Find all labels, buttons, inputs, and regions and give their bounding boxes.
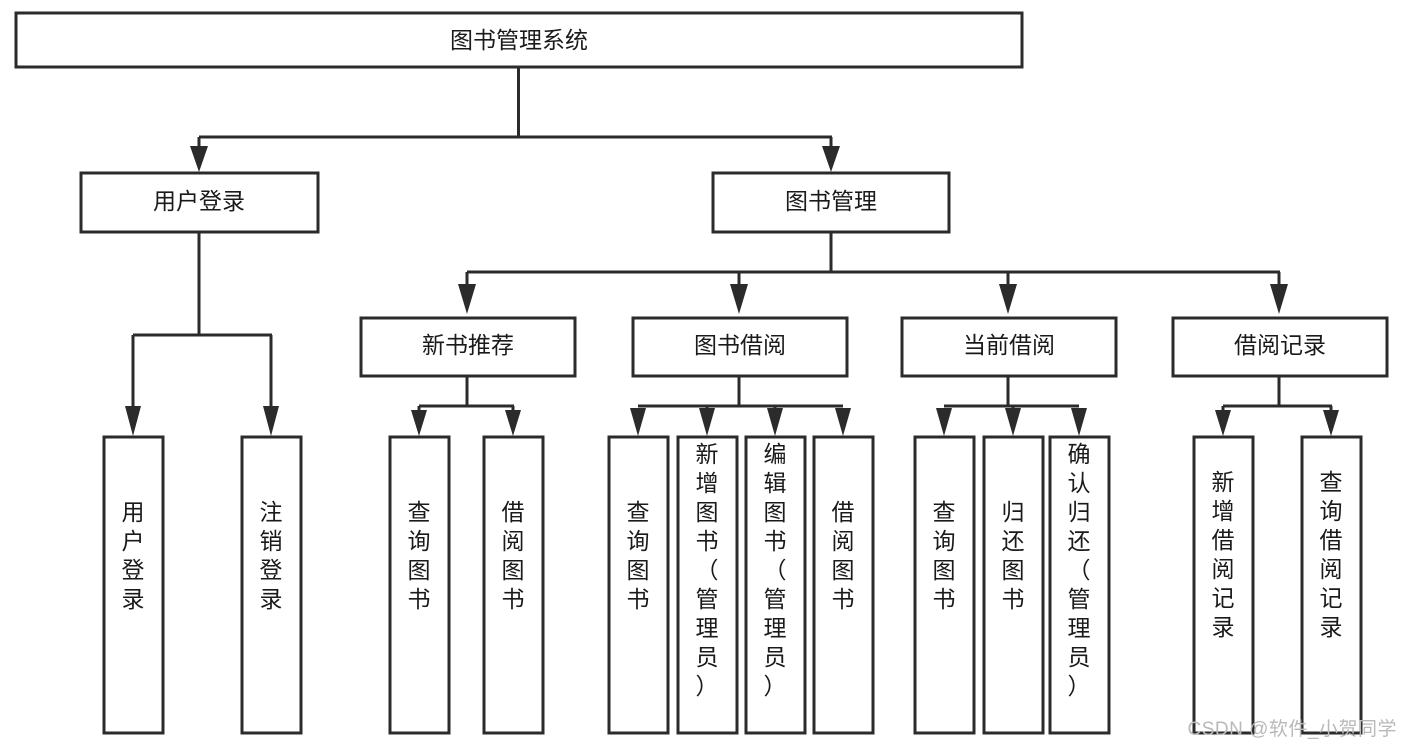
node-leaf-query-book-1[interactable]: 查询图书 <box>388 435 451 735</box>
arrow-head-user-login <box>190 146 208 172</box>
arrow-head-leaf-query-book-1 <box>411 410 427 436</box>
node-user-login-label: 用户登录 <box>153 188 245 214</box>
arrow-head-leaf-query-book-3 <box>936 408 952 436</box>
node-borrow-record[interactable]: 借阅记录 <box>1171 316 1389 378</box>
arrow-head-leaf-user-login <box>125 406 141 436</box>
node-leaf-confirm-return-admin-box[interactable] <box>1048 435 1111 735</box>
node-root-box[interactable] <box>14 11 1024 69</box>
node-root-label: 图书管理系统 <box>450 27 588 53</box>
node-leaf-add-book-admin-box[interactable] <box>676 435 739 735</box>
node-leaf-logout-login-box[interactable] <box>240 435 303 735</box>
node-book-manage-box[interactable] <box>711 171 951 234</box>
node-leaf-query-book-3[interactable]: 查询图书 <box>913 435 976 735</box>
arrow-head-leaf-confirm-return-admin <box>1071 408 1087 436</box>
node-leaf-add-book-admin[interactable]: 新增图书（管理员） <box>676 435 739 735</box>
node-leaf-return-book[interactable]: 归还图书 <box>982 435 1045 735</box>
node-leaf-return-book-box[interactable] <box>982 435 1045 735</box>
node-leaf-add-borrow-record[interactable]: 新增借阅记录 <box>1192 435 1255 735</box>
node-new-book-recommend-label: 新书推荐 <box>422 332 514 358</box>
node-leaf-query-borrow-record-label: 查询借阅记录 <box>1320 469 1343 640</box>
node-leaf-edit-book-admin-label: 编辑图书（管理员） <box>764 441 787 699</box>
node-new-book-recommend[interactable]: 新书推荐 <box>359 316 577 378</box>
node-user-login-box[interactable] <box>79 171 320 234</box>
node-leaf-borrow-book-1-label: 借阅图书 <box>502 499 525 612</box>
node-leaf-logout-login-label: 注销登录 <box>260 499 283 612</box>
arrow-head-current-borrow <box>999 284 1017 314</box>
node-leaf-borrow-book-1-box[interactable] <box>482 435 545 735</box>
node-leaf-user-login-box[interactable] <box>102 435 165 735</box>
node-borrow-record-box[interactable] <box>1171 316 1389 378</box>
node-root[interactable]: 图书管理系统 <box>14 11 1024 69</box>
arrow-head-leaf-logout-login <box>263 406 279 436</box>
node-current-borrow[interactable]: 当前借阅 <box>900 316 1118 378</box>
node-leaf-confirm-return-admin[interactable]: 确认归还（管理员） <box>1048 435 1111 735</box>
arrow-head-book-manage <box>822 146 840 172</box>
node-leaf-user-login-label: 用户登录 <box>122 499 145 612</box>
arrow-head-borrow-record <box>1270 284 1288 314</box>
arrow-head-leaf-return-book <box>1005 408 1021 436</box>
node-user-login[interactable]: 用户登录 <box>79 171 320 234</box>
connector-group-book-manage <box>458 232 1288 314</box>
node-leaf-query-book-3-box[interactable] <box>913 435 976 735</box>
arrow-head-new-book-recommend <box>458 284 476 314</box>
arrow-head-leaf-add-borrow-record <box>1215 410 1231 436</box>
node-leaf-logout-login[interactable]: 注销登录 <box>240 435 303 735</box>
node-leaf-add-borrow-record-box[interactable] <box>1192 435 1255 735</box>
arrow-head-leaf-add-book-admin <box>699 408 715 436</box>
node-leaf-query-borrow-record[interactable]: 查询借阅记录 <box>1300 435 1363 735</box>
connector-group-root <box>190 68 840 172</box>
connector-group-book-borrow <box>630 377 851 436</box>
node-leaf-add-borrow-record-label: 新增借阅记录 <box>1212 469 1235 640</box>
node-book-borrow-box[interactable] <box>631 316 849 378</box>
node-book-borrow-label: 图书借阅 <box>694 332 786 358</box>
node-leaf-return-book-label: 归还图书 <box>1002 499 1025 612</box>
node-leaf-query-borrow-record-box[interactable] <box>1300 435 1363 735</box>
node-leaf-query-book-3-label: 查询图书 <box>933 499 956 612</box>
connector-group-new-book-recommend <box>411 377 521 436</box>
arrow-head-leaf-borrow-book-2 <box>835 408 851 436</box>
node-borrow-record-label: 借阅记录 <box>1234 332 1326 358</box>
node-leaf-borrow-book-2[interactable]: 借阅图书 <box>812 435 875 735</box>
node-leaf-query-book-1-label: 查询图书 <box>408 499 431 612</box>
node-current-borrow-label: 当前借阅 <box>963 332 1055 358</box>
node-book-manage-label: 图书管理 <box>785 188 877 214</box>
arrow-head-book-borrow <box>730 284 748 314</box>
node-leaf-borrow-book-1[interactable]: 借阅图书 <box>482 435 545 735</box>
node-leaf-user-login[interactable]: 用户登录 <box>102 435 165 735</box>
node-leaf-edit-book-admin-box[interactable] <box>744 435 807 735</box>
node-leaf-edit-book-admin[interactable]: 编辑图书（管理员） <box>744 435 807 735</box>
node-leaf-query-book-2[interactable]: 查询图书 <box>607 435 670 735</box>
arrow-head-leaf-query-book-2 <box>630 408 646 436</box>
node-book-borrow[interactable]: 图书借阅 <box>631 316 849 378</box>
csdn-watermark: CSDN @软件_小贺同学 <box>1187 719 1397 740</box>
arrow-head-leaf-borrow-book-1 <box>505 410 521 436</box>
node-leaf-query-book-2-box[interactable] <box>607 435 670 735</box>
connector-group-current-borrow <box>936 377 1087 436</box>
connector-group-borrow-record <box>1215 377 1339 436</box>
node-leaf-query-book-1-box[interactable] <box>388 435 451 735</box>
node-current-borrow-box[interactable] <box>900 316 1118 378</box>
node-leaf-borrow-book-2-box[interactable] <box>812 435 875 735</box>
arrow-head-leaf-edit-book-admin <box>767 408 783 436</box>
connector-group-user-login <box>125 232 279 436</box>
node-leaf-query-book-2-label: 查询图书 <box>627 499 650 612</box>
node-leaf-add-book-admin-label: 新增图书（管理员） <box>696 441 719 699</box>
arrow-head-leaf-query-borrow-record <box>1323 410 1339 436</box>
node-leaf-borrow-book-2-label: 借阅图书 <box>832 499 855 612</box>
node-leaf-confirm-return-admin-label: 确认归还（管理员） <box>1068 441 1091 699</box>
node-book-manage[interactable]: 图书管理 <box>711 171 951 234</box>
node-new-book-recommend-box[interactable] <box>359 316 577 378</box>
